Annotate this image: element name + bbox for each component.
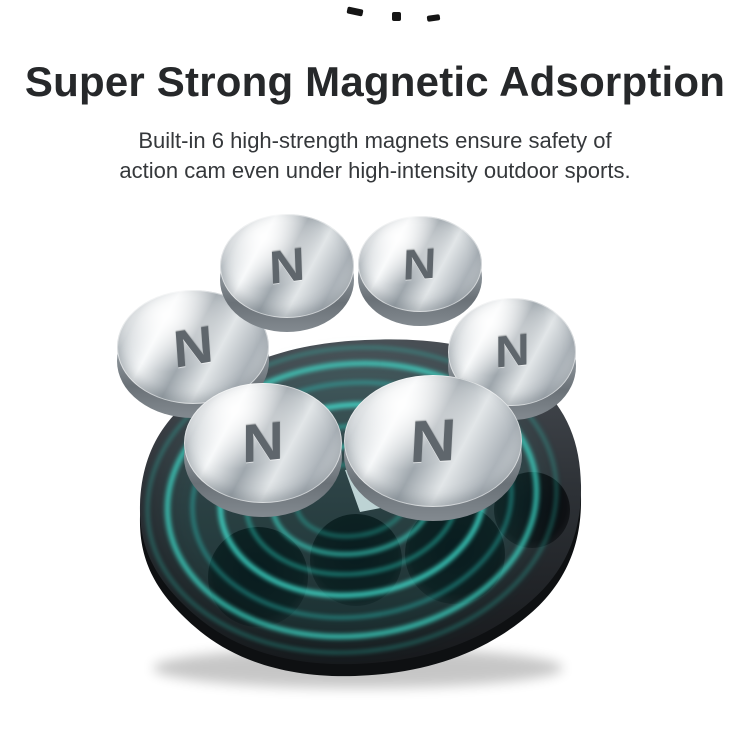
magnet: N (220, 214, 354, 332)
subtitle-line-2: action cam even under high-intensity out… (119, 158, 631, 183)
magnet: N (358, 216, 482, 326)
magnet-top: N (358, 216, 482, 312)
magnet-pole-label: N (408, 406, 458, 476)
page-title: Super Strong Magnetic Adsorption (24, 58, 726, 105)
magnet: N (344, 375, 522, 521)
magnet-pole-label: N (268, 237, 306, 295)
field-ring (146, 346, 558, 654)
magnet-top: N (220, 214, 354, 318)
magnet-pole-label: N (402, 238, 438, 290)
subtitle-line-1: Built-in 6 high-strength magnets ensure … (138, 128, 612, 153)
cropped-text-artifact (392, 12, 401, 21)
magnet-top: N (344, 375, 522, 507)
field-ring (164, 360, 540, 640)
magnet-pole-label: N (242, 410, 284, 475)
magnet-pole-label: N (171, 313, 215, 380)
magnet-pole-label: N (494, 325, 530, 378)
magnet: N (184, 383, 342, 517)
magnet-top: N (184, 383, 342, 503)
